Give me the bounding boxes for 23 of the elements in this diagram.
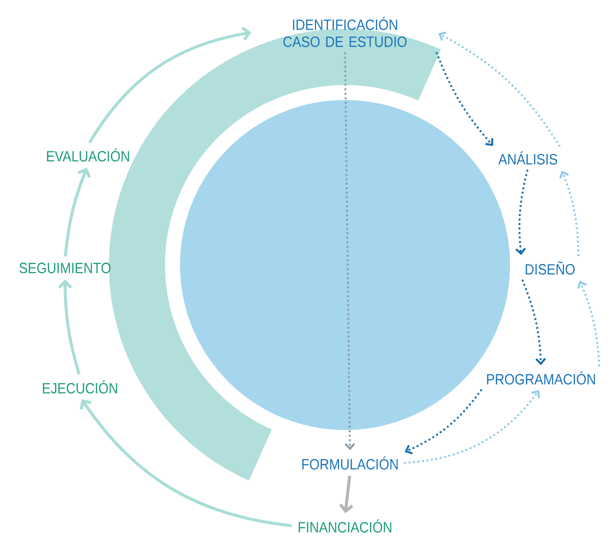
step-label: FORMULACIÓN (302, 456, 398, 470)
arrow (559, 170, 580, 256)
arrow (339, 476, 354, 514)
arrow (88, 26, 252, 144)
arrow (522, 280, 546, 366)
step-label: EJECUCIÓN (42, 380, 118, 394)
arrow (438, 31, 560, 147)
arrow (404, 389, 482, 454)
arrow (436, 52, 494, 146)
step-label: ANÁLISIS (498, 151, 558, 165)
step-label: SEGUIMIENTO (20, 262, 110, 274)
step-label: FINANCIACIÓN (298, 519, 392, 533)
step-label: EVALUACIÓN (47, 148, 129, 162)
arrow (58, 280, 81, 375)
step-label: IDENTIFICACIÓN CASO DE ESTUDIO (283, 16, 407, 48)
arrow (80, 399, 292, 528)
arrow (515, 170, 528, 256)
step-label: PROGRAMACIÓN (487, 371, 595, 385)
arrow (344, 52, 356, 450)
arrow (404, 390, 540, 464)
step-label: DISEÑO (526, 261, 575, 275)
arrow (577, 280, 600, 366)
arrow (64, 168, 91, 257)
